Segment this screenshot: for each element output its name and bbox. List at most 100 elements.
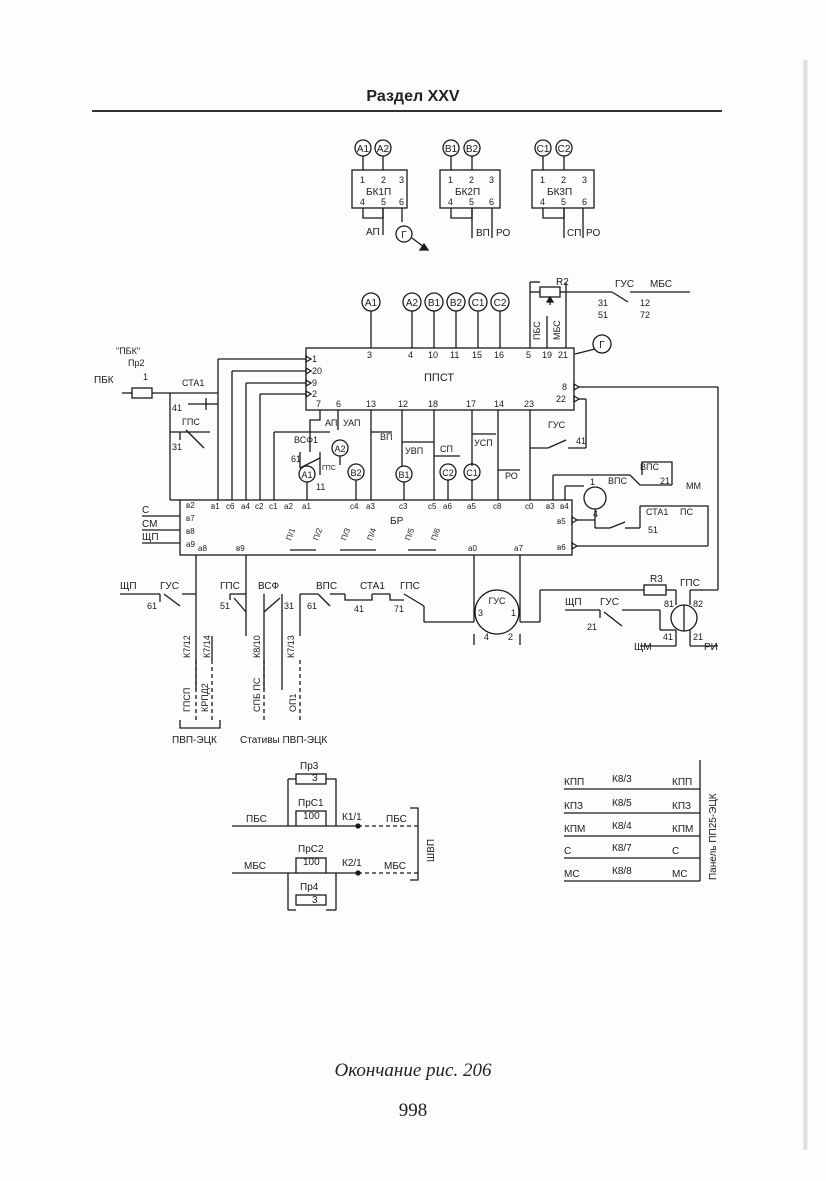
sta1-ps-label: СТА1 (646, 507, 668, 517)
br-pin-v3: в3 (546, 502, 555, 511)
ppst-circle-b2: В2 (450, 298, 463, 309)
gus-pin-51: 51 (598, 310, 608, 320)
bk3p-pin6: 6 (582, 197, 587, 207)
shp2-label: ЩП (565, 597, 582, 608)
bk3p-pin4: 4 (540, 197, 545, 207)
bk2p-pin1: 1 (448, 175, 453, 185)
sta1-ps-pin-51: 51 (648, 525, 658, 535)
ppst-pin-1: 1 (312, 354, 317, 364)
br-pin-c1: с1 (269, 502, 278, 511)
bk2p-out-vp: ВП (476, 228, 490, 239)
mid-circle-c1: С1 (466, 468, 478, 478)
bk2p-pin2: 2 (469, 175, 474, 185)
gus-coil-pin-4: 4 (484, 632, 489, 642)
label-usp: УСП (474, 438, 493, 448)
gus-coil-pin-3: 3 (478, 608, 483, 618)
circle-b2-label: В2 (466, 144, 479, 155)
bk3p-pin3: 3 (582, 175, 587, 185)
br-pin-c6: с6 (226, 502, 235, 511)
vsf-bottom-pin-31: 31 (284, 601, 294, 611)
bk3p-pin1: 1 (540, 175, 545, 185)
vps-contact-pin-21: 21 (660, 476, 670, 486)
bk2p-name: БК2П (455, 187, 480, 198)
pr3-value: 3 (312, 773, 318, 784)
vps-bottom-pin-61: 61 (307, 601, 317, 611)
gus-bottom-label: ГУС (160, 581, 179, 592)
br-pin-v1: в1 (211, 502, 220, 511)
wire-end-spb-ps: СПБ ПС (252, 677, 262, 712)
gus-pin-72: 72 (640, 310, 650, 320)
bk2p-pin4: 4 (448, 197, 453, 207)
br-pin-a2: а2 (284, 502, 293, 511)
mm-label: ММ (686, 481, 701, 491)
prs1-label: ПрС1 (298, 798, 324, 809)
ppst-circle-a1: А1 (365, 298, 378, 309)
wire-end-op1: ОП1 (288, 694, 298, 712)
block-bk3p: С1 С2 1 2 3 БК3П 4 5 6 СП РО (531, 139, 600, 239)
br-pin-a1: а1 (302, 502, 311, 511)
prs2-value: 100 (303, 857, 320, 868)
gps-left-pin-31: 31 (172, 442, 182, 452)
gps-left-label: ГПС (182, 417, 200, 427)
panel-row2-left: КПЗ (564, 801, 583, 812)
ppst-circle-c1: С1 (472, 298, 485, 309)
left-s-label: С (142, 505, 149, 516)
br-pin-c5: с5 (428, 502, 437, 511)
r2-label: R2 (556, 277, 569, 288)
panel-row5-left: МС (564, 869, 580, 880)
ppst-pin-14: 14 (494, 399, 504, 409)
panel-row3-mid: К8/4 (612, 821, 632, 832)
bk1p-name: БК1П (366, 187, 391, 198)
vsf1-label: ВСФ1 (294, 435, 318, 445)
switch-p1: П/1 (284, 526, 297, 541)
gus-pin-12: 12 (640, 298, 650, 308)
label-sp: СП (440, 444, 453, 454)
ppst-pin-19: 19 (542, 350, 552, 360)
gus-pin-31: 31 (598, 298, 608, 308)
panel-row4-mid: К8/7 (612, 843, 632, 854)
bk2p-out-ro: РО (496, 228, 510, 239)
circle-a1-label: А1 (357, 144, 370, 155)
left-inputs: "ПБК" Пр2 1 ПБК СТА1 41 ГПС 31 С СМ ЩП (94, 346, 218, 544)
ppst-pbs-label: ПБС (532, 321, 542, 340)
bk3p-out-sp: СП (567, 228, 581, 239)
switch-p2: П/2 (311, 526, 324, 541)
ppst-circle-a2: А2 (406, 298, 419, 309)
gus2-label: ГУС (600, 597, 619, 608)
bk2p-pin3: 3 (489, 175, 494, 185)
block-bk2p: В1 В2 1 2 3 БК2П 4 5 6 ВП РО (439, 139, 510, 239)
block-ppst: ППСТ А1 А2 В1 В2 С1 С2 3 4 10 11 15 16 5… (218, 277, 719, 590)
coil-pin-21: 21 (693, 632, 703, 642)
circle-c2-label: С2 (558, 144, 571, 155)
panel-row5-mid: К8/8 (612, 866, 632, 877)
br-pin-v2: в2 (186, 501, 195, 510)
ppst-pin-4: 4 (408, 350, 413, 360)
panel-row2-right: КПЗ (672, 801, 691, 812)
gus-coil-pin-1: 1 (511, 608, 516, 618)
ppst-pin-13: 13 (366, 399, 376, 409)
bk1p-pin2: 2 (381, 175, 386, 185)
panel-row1-mid: К8/3 (612, 774, 632, 785)
ppst-pin-12: 12 (398, 399, 408, 409)
bk3p-out-ro: РО (586, 228, 600, 239)
header-rule (92, 110, 722, 112)
circle-g-label: Г (401, 230, 407, 241)
fuse-mbs-left: МБС (244, 861, 266, 872)
ppst-pin-6: 6 (336, 399, 341, 409)
ppst-pin-16: 16 (494, 350, 504, 360)
bk1p-out-ap: АП (366, 227, 380, 238)
vsf1-pin-61: 61 (291, 454, 301, 464)
br-pin-a6: а6 (443, 502, 452, 511)
panel-row2-mid: К8/5 (612, 798, 632, 809)
pbk-quoted-label: "ПБК" (116, 346, 140, 356)
br-pin-v6: в6 (557, 543, 566, 552)
prs2-label: ПрС2 (298, 844, 324, 855)
gps-small-label: ГПС (322, 465, 336, 472)
fuse-pbs-right: ПБС (386, 814, 407, 825)
ppst-pin-22: 22 (556, 394, 566, 404)
sta1-left-pin-41: 41 (172, 403, 182, 413)
wire-end-krpd2: КРПД2 (200, 683, 210, 712)
gus41-label: ГУС (548, 420, 566, 430)
ppst-pin-2: 2 (312, 389, 317, 399)
